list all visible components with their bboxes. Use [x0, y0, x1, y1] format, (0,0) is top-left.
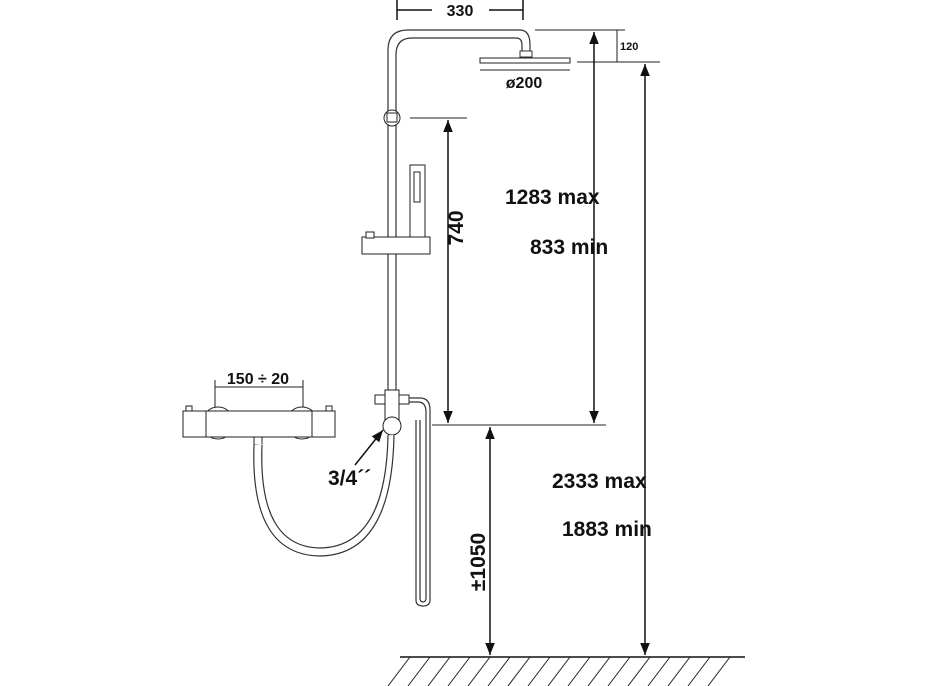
floor-hatch-line — [627, 656, 651, 686]
floor-hatch-line — [607, 656, 631, 686]
floor-hatch-line — [667, 656, 691, 686]
floor-hatch-line — [647, 656, 671, 686]
connection-nut — [382, 416, 402, 436]
floor — [387, 656, 745, 686]
slider — [361, 236, 431, 255]
floor-hatch-line — [707, 656, 731, 686]
hand-shower — [409, 164, 426, 238]
label-mixer-height: ±1050 — [467, 533, 490, 591]
floor-hatch-line — [427, 656, 451, 686]
dimension-330: 330 — [396, 0, 524, 20]
label-inlet-spacing: 150 ÷ 20 — [227, 371, 289, 388]
thermostatic-mixer: 150 ÷ 20 — [182, 371, 395, 557]
label-330: 330 — [447, 3, 474, 20]
shower-column — [361, 29, 571, 607]
label-upper-min: 833 min — [530, 236, 608, 259]
floor-hatch-line — [407, 656, 431, 686]
floor-hatch-line — [387, 656, 411, 686]
label-740: 740 — [445, 210, 468, 245]
label-head-diameter: ø200 — [506, 75, 543, 92]
floor-hatch-line — [487, 656, 511, 686]
floor-hatch-line — [507, 656, 531, 686]
floor-hatch-line — [547, 656, 571, 686]
floor-hatch-line — [447, 656, 471, 686]
label-total-max: 2333 max — [552, 470, 647, 493]
label-120: 120 — [620, 41, 638, 53]
floor-hatch-line — [687, 656, 711, 686]
floor-hatch-line — [567, 656, 591, 686]
label-upper-max: 1283 max — [505, 186, 600, 209]
floor-hatch-line — [527, 656, 551, 686]
label-total-min: 1883 min — [562, 518, 652, 541]
floor-hatch-line — [467, 656, 491, 686]
shower-head — [479, 57, 571, 64]
label-connection: 3/4´´ — [328, 467, 371, 490]
floor-hatch-line — [587, 656, 611, 686]
